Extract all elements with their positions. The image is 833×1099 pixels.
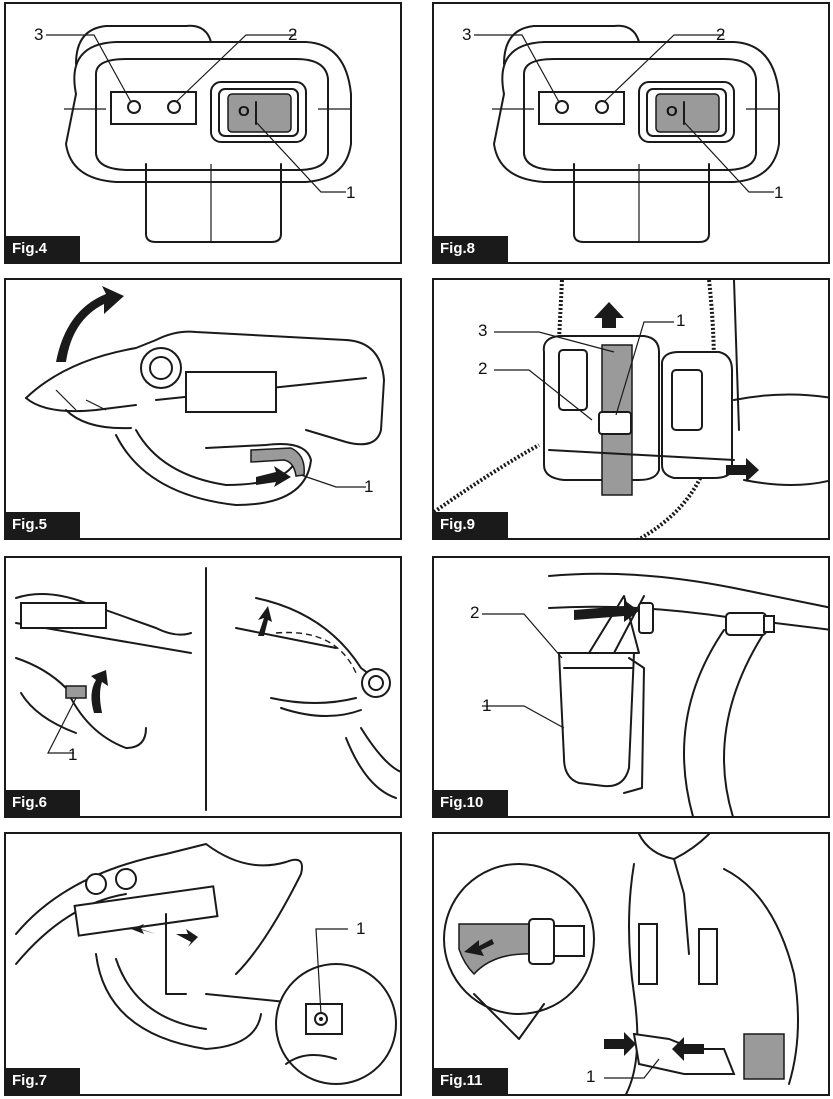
callout-1: 1 [676,311,686,330]
figure-label: Fig.11 [434,1068,508,1094]
callout-1: 1 [346,183,356,202]
figure-label: Fig.7 [6,1068,80,1094]
figure-4-panel: 3 2 1 O Fig.4 [4,2,402,264]
callout-2: 2 [470,603,480,622]
figure-8-panel: 3 2 1 O Fig.8 [432,2,830,264]
switch-unit-illustration [474,24,780,243]
callout-2: 2 [288,25,298,44]
figure-label: Fig.6 [6,790,80,816]
figure-label: Fig.8 [434,236,508,262]
callout-1: 1 [356,919,366,938]
holster-illustration [482,572,828,816]
callout-2: 2 [716,25,726,44]
figure-6-panel: 1 Fig.6 [4,556,402,818]
switch-off-symbol: O [666,103,678,120]
blade-lock-illustration [15,567,400,811]
callout-3: 3 [462,25,472,44]
callout-1: 1 [364,477,374,496]
figure-label: Fig.10 [434,790,508,816]
callout-3: 3 [34,25,44,44]
figure-label: Fig.4 [6,236,80,262]
callout-3: 3 [478,321,488,340]
figure-label: Fig.5 [6,512,80,538]
callout-1: 1 [482,696,492,715]
switch-unit-illustration [46,24,352,243]
battery-holder-illustration [434,280,828,538]
figure-11-panel: 1 Fig.11 [432,832,830,1096]
figure-5-panel: 1 Fig.5 [4,278,402,540]
callout-1: 1 [586,1067,596,1086]
callout-2: 2 [478,359,488,378]
harness-buckle-illustration [443,834,799,1094]
switch-off-symbol: O [238,103,250,120]
figure-10-panel: 2 1 Fig.10 [432,556,830,818]
shear-lock-illustration [25,286,385,506]
callout-1: 1 [774,183,784,202]
callout-1: 1 [68,745,78,764]
figure-9-panel: 3 1 2 Fig.9 [432,278,830,540]
hex-wrench-adjustment-illustration [15,843,397,1085]
figure-label: Fig.9 [434,512,508,538]
figure-7-panel: 1 Fig.7 [4,832,402,1096]
